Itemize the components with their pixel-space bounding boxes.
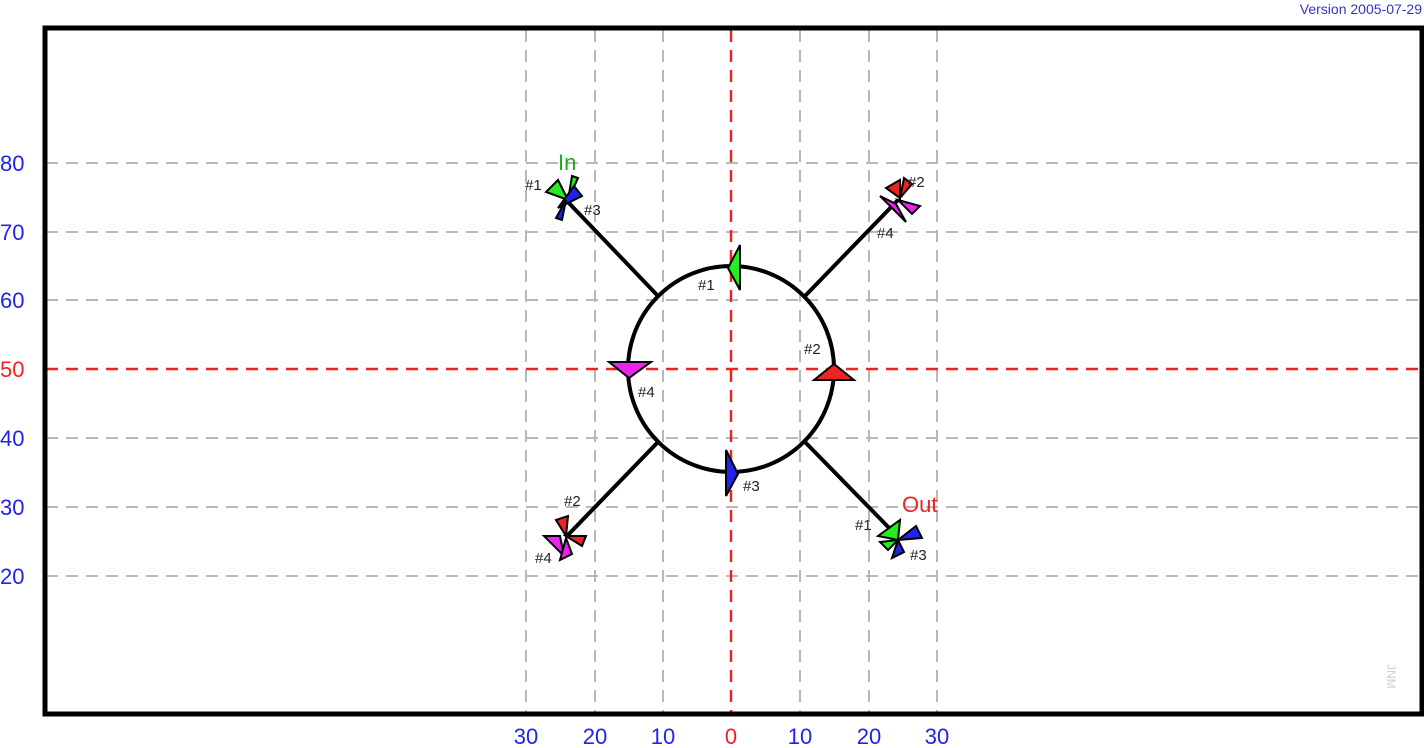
port-bowtie-top-right xyxy=(879,176,922,223)
marker-label-ring-1: #1 xyxy=(698,277,715,294)
x-tick-30-right: 30 xyxy=(925,724,949,748)
port-bowtie-bottom-right xyxy=(875,517,924,560)
x-tick-20-left: 20 xyxy=(583,724,607,748)
spoke-bottom-right xyxy=(803,440,900,539)
x-tick-30-left: 30 xyxy=(514,724,538,748)
marker-label-tr-2: #2 xyxy=(908,174,925,191)
port-label-out: Out xyxy=(902,492,937,517)
y-tick-20: 20 xyxy=(0,564,24,589)
ring-marker-2 xyxy=(811,362,857,381)
y-tick-30: 30 xyxy=(0,495,24,520)
marker-label-bl-4: #4 xyxy=(535,550,552,567)
marker-label-ring-3: #3 xyxy=(743,478,760,495)
marker-label-tl-3: #3 xyxy=(584,202,601,219)
marker-label-br-3: #3 xyxy=(910,547,927,564)
port-bowtie-top-left xyxy=(544,174,584,222)
x-tick-20-right: 20 xyxy=(857,724,881,748)
y-tick-40: 40 xyxy=(0,426,24,451)
ring-marker-1 xyxy=(726,244,741,291)
center-axes xyxy=(46,30,1420,712)
marker-label-ring-4: #4 xyxy=(638,384,655,401)
y-tick-80: 80 xyxy=(0,151,24,176)
spoke-top-right xyxy=(803,198,900,298)
marker-label-ring-2: #2 xyxy=(804,341,821,358)
x-tick-0: 0 xyxy=(725,724,737,748)
version-label: Version 2005-07-29 xyxy=(1299,1,1422,17)
marker-label-tr-4: #4 xyxy=(877,225,894,242)
spoke-top-left xyxy=(564,198,660,298)
y-tick-50: 50 xyxy=(0,357,24,382)
ring-marker-3 xyxy=(725,449,740,497)
marker-label-br-1: #1 xyxy=(855,517,872,534)
marker-label-tl-1: #1 xyxy=(525,177,542,194)
watermark: JNM xyxy=(1384,664,1398,689)
port-bowtie-bottom-left xyxy=(541,514,588,562)
x-tick-10-right: 10 xyxy=(788,724,812,748)
x-tick-10-left: 10 xyxy=(651,724,675,748)
spoke-bottom-left xyxy=(564,440,660,539)
grid xyxy=(46,30,1420,712)
plot-frame xyxy=(42,25,1424,717)
y-tick-70: 70 xyxy=(0,220,24,245)
marker-label-bl-2: #2 xyxy=(564,493,581,510)
ring-marker-4 xyxy=(606,361,655,380)
port-label-in: In xyxy=(558,150,576,175)
y-tick-60: 60 xyxy=(0,288,24,313)
